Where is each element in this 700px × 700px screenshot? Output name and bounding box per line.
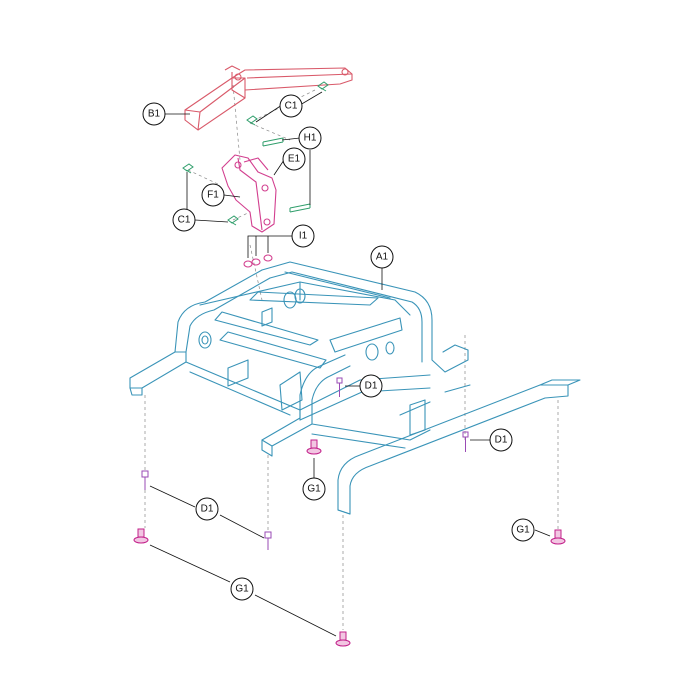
- bolt-d1-center: [336, 377, 343, 397]
- bolt-parts-d1: [141, 377, 469, 550]
- callout-i1: I1: [291, 224, 315, 248]
- callout-b1: B1: [142, 102, 166, 126]
- base-frame-a1: [129, 261, 581, 515]
- bolt-d1-lower: [264, 531, 272, 550]
- callout-label: B1: [148, 109, 161, 120]
- callout-a1: A1: [370, 245, 394, 269]
- bolt-d1-right: [462, 431, 469, 452]
- foot-g1-right: [550, 529, 566, 545]
- top-frame-b1: [184, 65, 353, 131]
- clip-parts-c1: [182, 81, 329, 226]
- callout-c1-top: C1: [279, 94, 303, 118]
- foot-g1-bottom: [335, 631, 351, 647]
- callout-label: G1: [516, 525, 530, 536]
- callout-g1-right: G1: [511, 518, 535, 542]
- foot-g1-left: [133, 528, 149, 544]
- callout-label: D1: [365, 381, 378, 392]
- foot-g1-center: [306, 439, 322, 455]
- foot-parts-g1: [133, 439, 566, 647]
- callout-label: C1: [285, 101, 298, 112]
- callout-f1: F1: [201, 183, 225, 207]
- callout-label: F1: [207, 190, 219, 201]
- callout-label: I1: [299, 231, 308, 242]
- callout-label: G1: [307, 484, 321, 495]
- callout-d1-right: D1: [489, 428, 513, 452]
- callout-label: H1: [304, 133, 317, 144]
- callout-h1: H1: [298, 126, 322, 150]
- callout-d1-center: D1: [359, 374, 383, 398]
- leader-lines: [149, 91, 551, 637]
- pin-parts-h1: [262, 137, 311, 213]
- callout-d1-left: D1: [195, 497, 219, 521]
- bolt-d1-left: [141, 470, 149, 490]
- callout-label: A1: [376, 252, 389, 263]
- callout-label: G1: [235, 584, 249, 595]
- callout-e1: E1: [282, 147, 306, 171]
- callout-label: E1: [288, 154, 301, 165]
- bracket-e1-f1: [221, 154, 277, 233]
- callout-g1-bottom: G1: [230, 577, 254, 601]
- callout-g1-center: G1: [302, 477, 326, 501]
- callout-label: C1: [178, 215, 191, 226]
- callout-c1-left: C1: [172, 208, 196, 232]
- assembly-guide-lines: [144, 84, 559, 630]
- callout-label: D1: [201, 504, 214, 515]
- callout-label: D1: [495, 435, 508, 446]
- washer-parts-i1: [243, 254, 273, 268]
